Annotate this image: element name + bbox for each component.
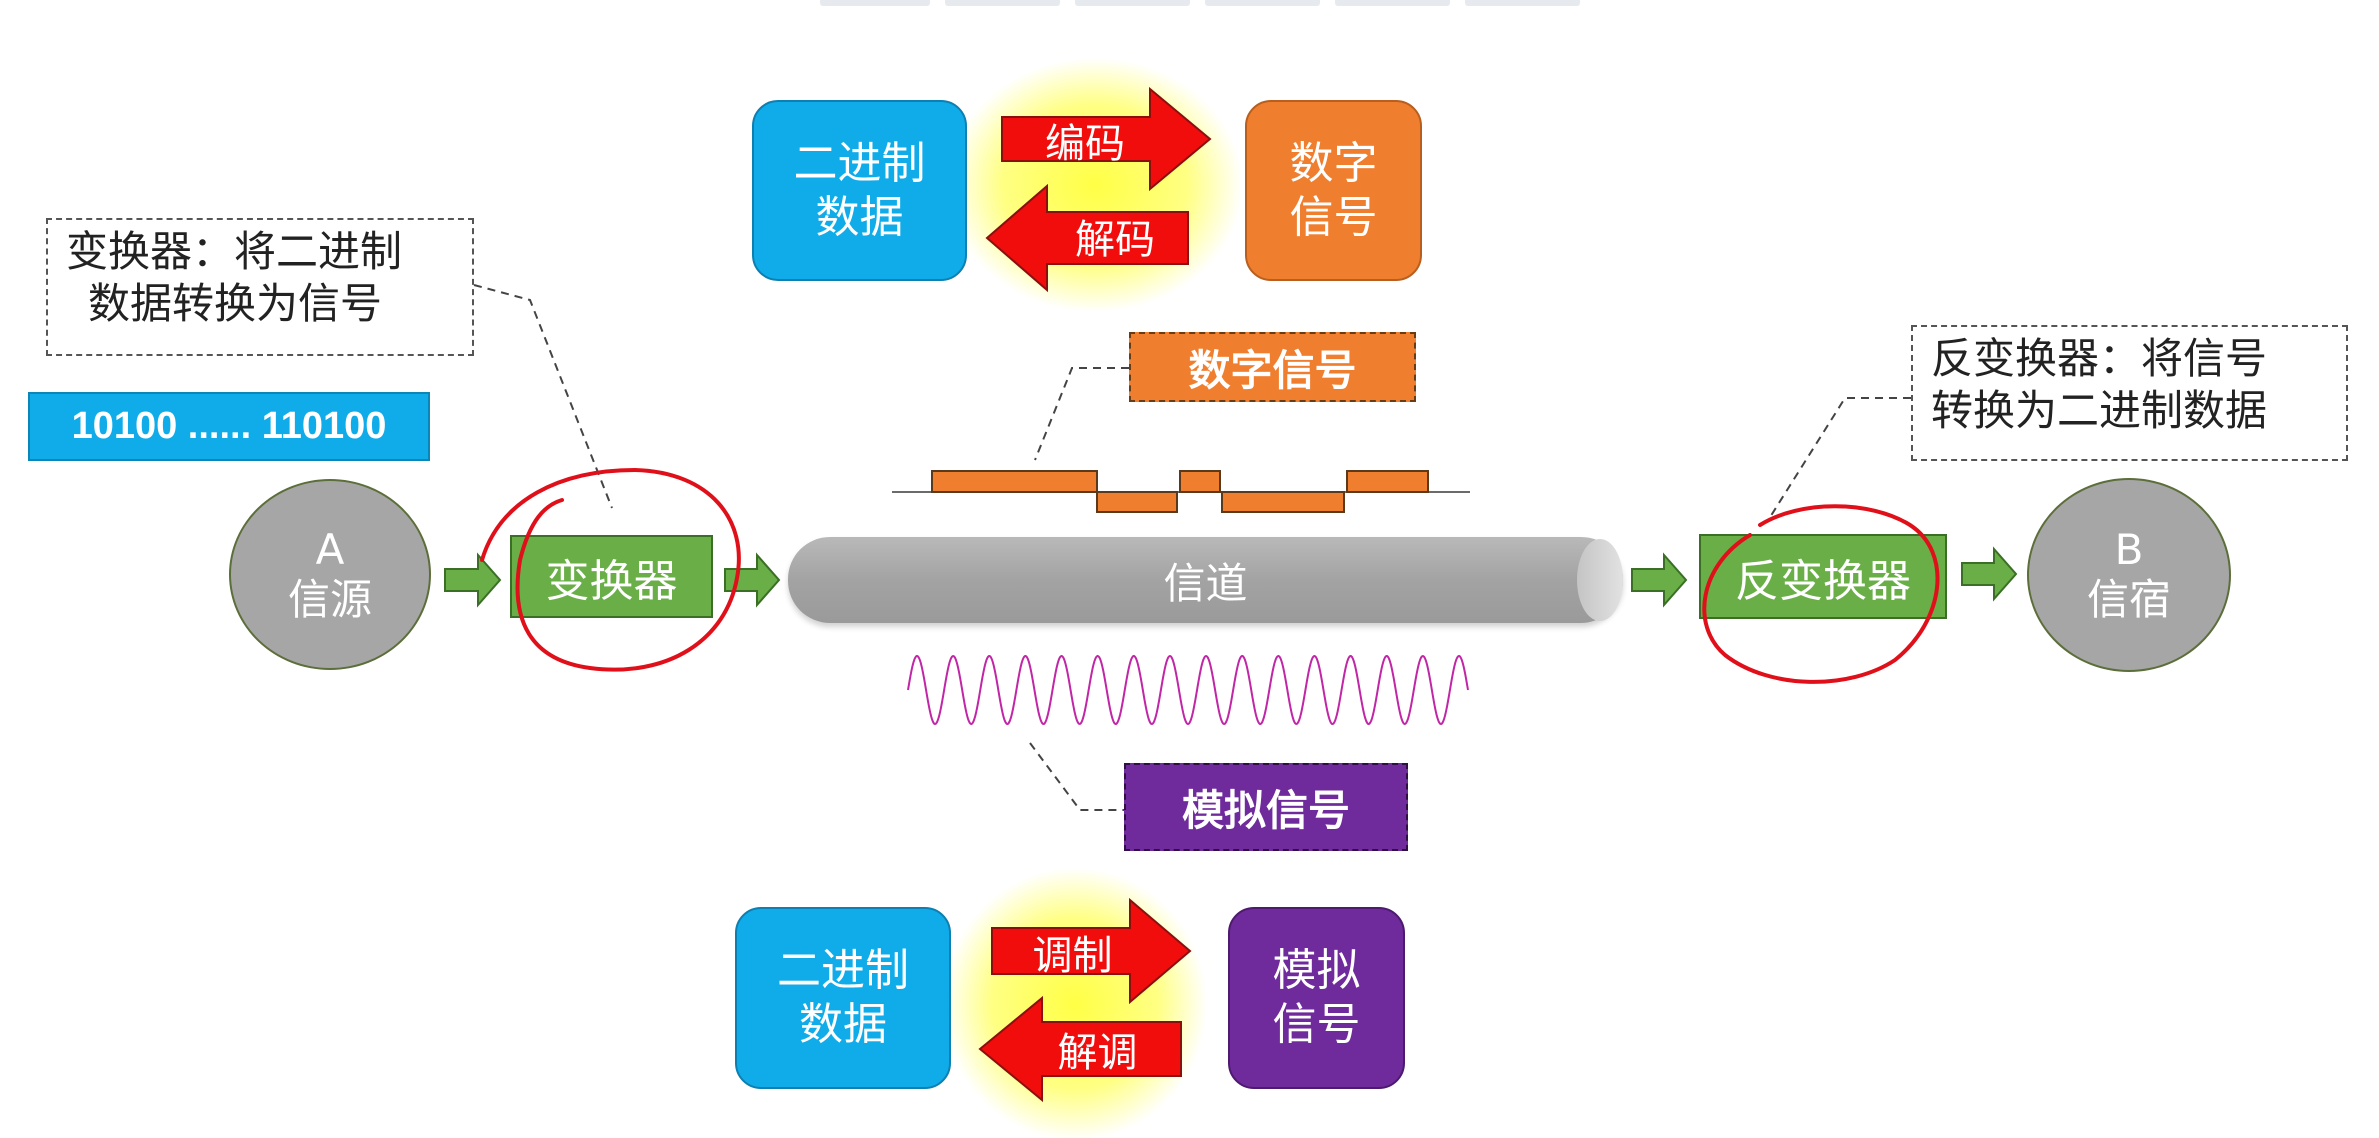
highlight-glow <box>950 60 1240 310</box>
digital-signal-line1: 数字 <box>1289 137 1378 189</box>
modulate-label: 调制 <box>1032 933 1113 979</box>
top-tab <box>945 0 1060 6</box>
inverse-converter-callout: 反变换器：将信号 转换为二进制数据 <box>1911 325 2348 461</box>
decode-label: 解码 <box>1075 217 1155 263</box>
digital-waveform <box>931 470 1429 513</box>
highlight-glow <box>945 870 1205 1138</box>
binary-data-box-bottom: 二进制 数据 <box>735 907 951 1089</box>
source-letter: A <box>315 524 345 574</box>
channel-label: 信道 <box>1163 558 1248 608</box>
red-arrow-icon <box>978 996 1182 1102</box>
binary-data-bottom-line2: 数据 <box>799 999 887 1050</box>
bit-string-bar: 10100 ...... 110100 <box>28 392 430 461</box>
binary-data-box: 二进制 数据 <box>752 100 967 281</box>
converter-callout-line1: 变换器：将二进制 <box>66 227 403 276</box>
green-right-arrow-icon <box>1631 552 1688 608</box>
top-tab <box>1465 0 1580 6</box>
source-node: A 信源 <box>229 479 431 670</box>
red-arrow-icon <box>1001 86 1212 192</box>
binary-data-line2: 数据 <box>815 191 904 243</box>
inverse-callout-line1: 反变换器：将信号 <box>1931 334 2268 383</box>
converter-callout: 变换器：将二进制 数据转换为信号 <box>46 218 474 356</box>
analog-signal-line2: 信号 <box>1272 999 1361 1050</box>
red-arrow-icon <box>991 898 1192 1004</box>
analog-signal-box: 模拟 信号 <box>1228 907 1405 1089</box>
top-tab <box>820 0 930 6</box>
inverse-leader-line <box>1766 397 1911 523</box>
red-arrow-icon <box>985 184 1189 292</box>
converter-box: 变换器 <box>510 535 713 618</box>
green-right-arrow-icon <box>724 552 781 608</box>
converter-callout-line2: 数据转换为信号 <box>88 279 383 328</box>
sink-node: B 信宿 <box>2027 478 2231 672</box>
channel-pipe: 信道 <box>788 537 1623 623</box>
analog-signal-tag: 模拟信号 <box>1124 763 1408 851</box>
green-right-arrow-icon <box>1961 546 2018 602</box>
digital-signal-tag: 数字信号 <box>1129 332 1416 402</box>
digital-signal-line2: 信号 <box>1289 191 1378 243</box>
binary-data-bottom-line1: 二进制 <box>777 945 909 996</box>
source-label: 信源 <box>287 574 372 624</box>
demodulate-label: 解调 <box>1057 1030 1138 1076</box>
encode-label: 编码 <box>1045 121 1125 167</box>
top-tab <box>1075 0 1190 6</box>
analog-sine-wave <box>907 654 1469 726</box>
digital-signal-box: 数字 信号 <box>1245 100 1422 281</box>
converter-leader-line <box>473 284 613 509</box>
green-right-arrow-icon <box>444 552 502 608</box>
top-tab <box>1335 0 1450 6</box>
binary-data-line1: 二进制 <box>793 137 926 189</box>
sink-letter: B <box>2114 525 2144 574</box>
channel-pipe-end <box>1577 539 1623 621</box>
digital-tag-leader-line <box>1034 367 1129 461</box>
inverse-callout-line2: 转换为二进制数据 <box>1931 386 2268 435</box>
sink-label: 信宿 <box>2086 575 2171 624</box>
converter-circle-annotation <box>480 467 741 672</box>
analog-signal-line1: 模拟 <box>1272 945 1361 996</box>
top-tab <box>1205 0 1320 6</box>
inverse-converter-box: 反变换器 <box>1699 534 1947 619</box>
inverse-circle-annotation <box>1702 504 1940 684</box>
analog-tag-leader-line <box>1029 742 1124 811</box>
